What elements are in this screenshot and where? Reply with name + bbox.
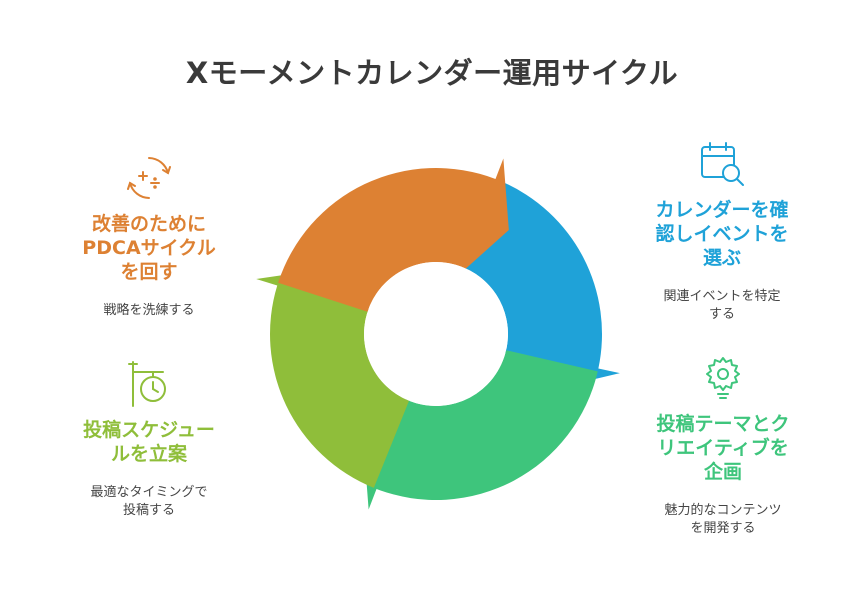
step-heading: 投稿スケジュー ルを立案 xyxy=(83,419,215,465)
step-heading: 投稿テーマとク リエイティブを 企画 xyxy=(656,413,790,483)
step-creative: 投稿テーマとク リエイティブを 企画 魅力的なコンテンツ を開発する xyxy=(636,352,810,538)
sign-clock-icon xyxy=(128,361,166,407)
calendar-search-icon xyxy=(701,142,744,186)
cycle-arrow-orange xyxy=(278,158,509,312)
cycle-arrow-lime xyxy=(256,268,410,488)
step-calendar: カレンダーを確 認しイベントを 選ぶ 関連イベントを特定 する xyxy=(634,138,810,324)
step-description: 関連イベントを特定 する xyxy=(663,289,781,322)
step-description: 魅力的なコンテンツ を開発する xyxy=(664,503,782,536)
step-schedule: 投稿スケジュー ルを立案 最適なタイミングで 投稿する xyxy=(64,358,234,520)
step-description: 戦略を洗練する xyxy=(103,303,195,318)
lightbulb-gear-icon xyxy=(706,357,740,399)
step-description: 最適なタイミングで 投稿する xyxy=(90,485,208,518)
step-heading: カレンダーを確 認しイベントを 選ぶ xyxy=(655,199,789,269)
cycle-arrow-green xyxy=(363,350,598,510)
step-pdca: 改善のために PDCAサイクル を回す 戦略を洗練する xyxy=(64,152,234,320)
page-title: Xモーメントカレンダー運用サイクル xyxy=(185,56,679,90)
cycle-center-hole xyxy=(364,262,508,406)
cycle-plus-minus-icon xyxy=(127,157,171,199)
step-heading: 改善のために PDCAサイクル を回す xyxy=(82,213,216,283)
